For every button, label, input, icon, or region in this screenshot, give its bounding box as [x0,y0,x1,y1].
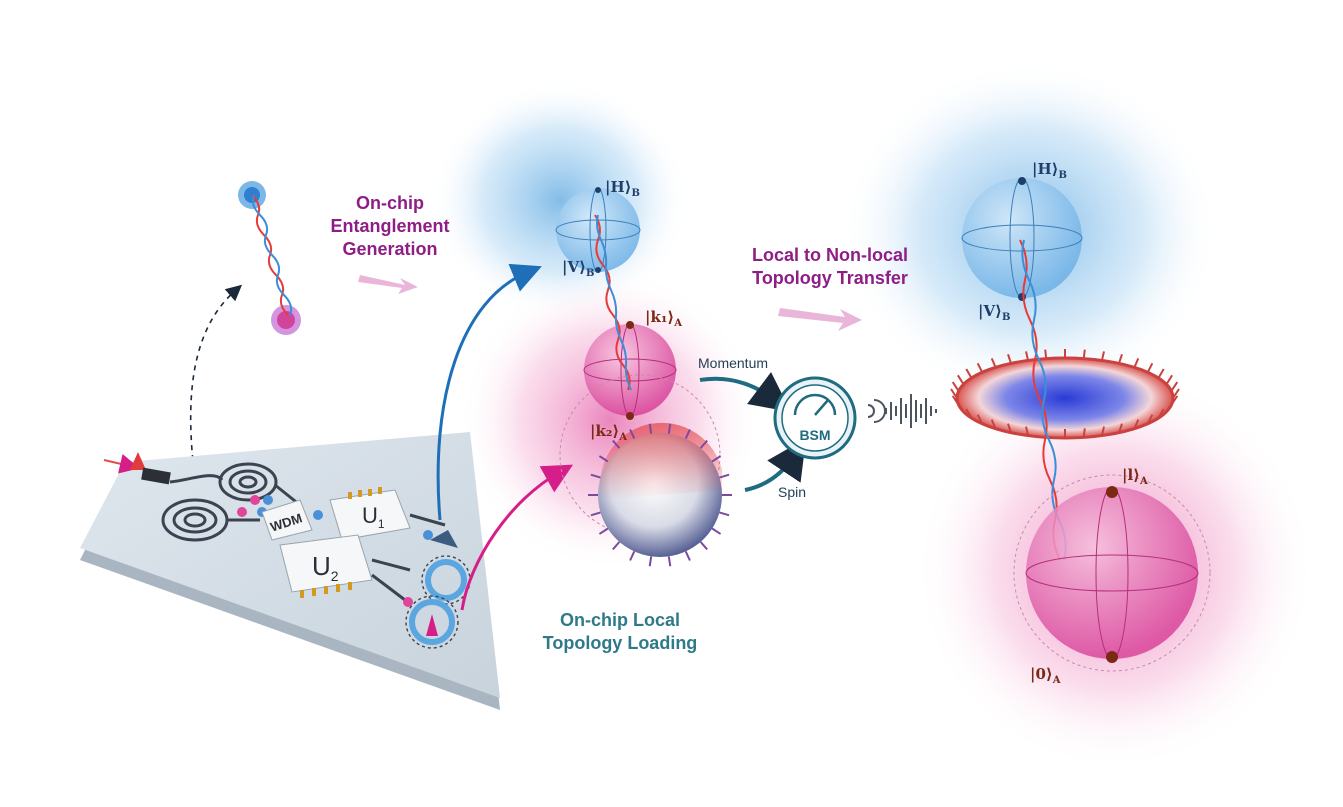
spin-arrow-mark [612,439,621,449]
spin-arrow-mark [711,527,722,535]
spin-arrow-mark [590,511,601,517]
bloch-sphere-k-left [583,321,677,420]
disk-spike-mark [951,381,960,392]
disk-spike-mark [1146,362,1154,373]
disk-spike-mark [1082,349,1086,359]
spin-arrow-mark [612,541,621,551]
u1-subscript: 1 [378,517,385,531]
spin-arrow-mark [699,439,708,449]
disk-spike-mark [1100,351,1105,361]
disk-spike-mark [1157,368,1165,379]
state-v-b-right: |V⟩B [978,302,1011,323]
signal-waveform [867,394,937,428]
spin-arrow-mark [711,455,722,463]
state-zero-a: |0⟩A [1030,665,1061,686]
topology-transfer-label: Local to Non-local Topology Transfer [751,245,908,288]
bsm-label: BSM [799,427,830,443]
disk-spike-mark [1146,414,1154,425]
momentum-label: Momentum [698,355,769,371]
entanglement-generation-label: On-chip Entanglement Generation [330,193,450,259]
state-h-b-right: |H⟩B [1032,160,1067,181]
bsm-detector: BSM [773,376,857,460]
state-v-b-left: |V⟩B [562,258,595,279]
spin-arrow-mark [699,541,708,551]
unitary-u2: U2 [279,534,373,598]
momentum-arrow [699,372,792,412]
spin-texture-sphere [588,422,732,567]
disk-spike-mark [976,414,984,425]
state-k2-a: |k₂⟩A [590,422,628,443]
spin-arrow-mark [684,550,691,561]
disk-spike-mark [990,419,997,430]
spiral-waveguide-top [218,462,278,502]
unitary-u1: U1 [329,487,411,541]
spin-arrow-mark [648,423,653,434]
disk-spike-mark [1007,354,1012,364]
disk-spike-mark [1170,381,1179,392]
bloch-sphere-b-right [961,177,1083,301]
spin-arrow-mark [598,455,609,463]
disk-spike-mark [1165,374,1173,385]
disk-spike-mark [1157,408,1165,419]
process-arrow-2 [778,308,862,331]
spin-arrow-mark [590,473,601,479]
disk-spike-mark [1133,357,1140,368]
spin-arrow-mark [648,556,653,567]
svg-text:U2: U2 [312,551,339,584]
u1-letter: U [362,503,378,528]
disk-spike-mark [1133,419,1140,430]
disk-spike-mark [957,374,965,385]
spin-arrow-mark [719,511,730,517]
topology-loading-label: On-chip Local Topology Loading [542,610,698,653]
ring-coupler-bottom [405,595,459,649]
spin-arrow-mark [719,473,730,479]
spin-arrow-mark [629,550,636,561]
spin-arrow-mark [598,527,609,535]
disk-spike-mark [1044,349,1048,359]
disk-spike-mark [990,357,997,368]
wdm-block: WDM [261,499,313,541]
spin-arrow-mark [684,429,691,440]
disk-spike-mark [950,388,958,399]
process-arrow-1 [358,275,418,294]
skyrmion-disk [950,349,1180,440]
spin-arrow-mark [629,429,636,440]
bloch-sphere-a-right [1025,486,1199,663]
disk-spike-mark [965,408,973,419]
u2-subscript: 2 [331,568,339,584]
u2-letter: U [312,551,331,581]
disk-spike-mark [1082,428,1086,438]
generation-dashed-arrow [189,284,243,481]
disk-spike-mark [1165,402,1173,413]
entangled-photon-pair [238,181,301,335]
spin-arrow-mark [667,556,672,567]
state-l-a: |l⟩A [1122,466,1148,487]
spin-label: Spin [778,484,807,500]
state-h-b-left: |H⟩B [605,178,640,199]
spin-arrow-mark [667,423,672,434]
disk-spike-mark [1007,423,1012,433]
state-k1-a: |k₁⟩A [645,308,683,329]
disk-spike-mark [1100,426,1105,436]
disk-spike-mark [1118,354,1123,364]
disk-spike-mark [976,362,984,373]
disk-spike-mark [1172,388,1180,399]
photonic-chip: WDM U1 U2 [80,432,500,710]
disk-spike-mark [1118,423,1123,433]
disk-spike-mark [1025,351,1030,361]
blue-output-arrow [436,263,542,521]
disk-spike-mark [951,395,960,406]
pink-output-arrow [460,464,574,611]
svg-text:U1: U1 [362,503,385,531]
disk-spike-mark [1025,426,1030,436]
disk-spike-mark [965,368,973,379]
spin-arrow [744,438,807,492]
spiral-waveguide-bottom [161,498,229,542]
